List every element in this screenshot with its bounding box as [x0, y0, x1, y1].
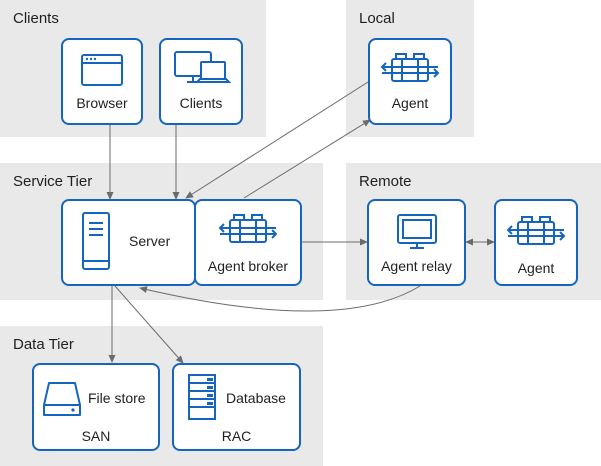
file-store-label: File store	[88, 390, 146, 406]
local-tier-title: Local	[359, 10, 395, 27]
database-label: Database	[226, 390, 286, 406]
remote-tier-title: Remote	[359, 173, 412, 190]
data-tier-title: Data Tier	[13, 336, 74, 353]
agent-broker-label: Agent broker	[207, 258, 289, 274]
database-stack-icon	[188, 374, 216, 420]
database-node[interactable]: Database RAC	[172, 363, 301, 451]
remote-agent-node[interactable]: Agent	[494, 199, 578, 286]
agent-relay-node[interactable]: Agent relay	[367, 199, 466, 286]
browser-window-icon	[81, 54, 123, 86]
agent-broker-node[interactable]: Agent broker	[194, 199, 302, 286]
database-sublabel: RAC	[221, 428, 252, 444]
clients-node[interactable]: Clients	[159, 38, 243, 125]
clients-label: Clients	[179, 95, 223, 111]
file-store-node[interactable]: File store SAN	[32, 363, 160, 451]
service-tier-title: Service Tier	[13, 173, 93, 190]
disk-drive-icon	[43, 382, 81, 416]
agent-suitcase-icon	[218, 214, 278, 243]
clients-tier-title: Clients	[13, 10, 59, 27]
remote-agent-label: Agent	[517, 260, 555, 276]
agent-suitcase-icon	[380, 53, 440, 82]
agent-relay-label: Agent relay	[381, 258, 452, 274]
edge-relay-server	[139, 285, 421, 312]
browser-node[interactable]: Browser	[61, 38, 143, 125]
edge-broker-local-agent	[243, 119, 371, 199]
server-label: Server	[129, 233, 171, 249]
local-agent-node[interactable]: Agent	[368, 38, 452, 125]
local-agent-label: Agent	[391, 95, 429, 111]
server-node[interactable]: Server	[61, 199, 196, 286]
server-icon	[82, 212, 110, 270]
desktop-laptop-icon	[174, 51, 231, 83]
agent-suitcase-icon	[506, 216, 566, 245]
file-store-sublabel: SAN	[81, 428, 111, 444]
monitor-icon	[397, 214, 437, 249]
edge-server-database	[114, 285, 184, 364]
edge-local-agent-server	[185, 81, 369, 199]
browser-label: Browser	[76, 95, 128, 111]
